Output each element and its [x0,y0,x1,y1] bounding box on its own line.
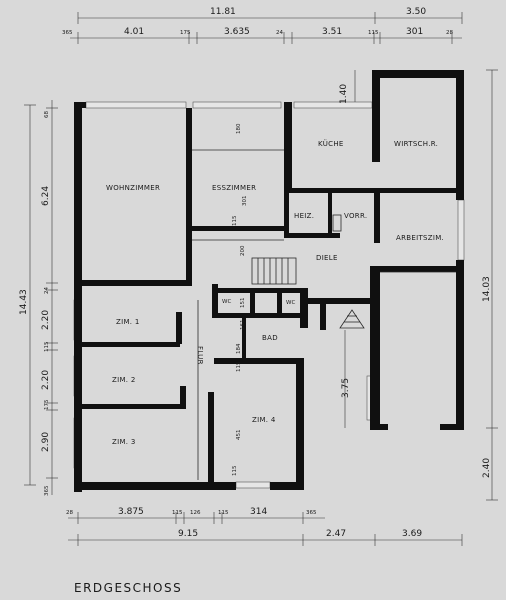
dimension-text-left-outer: 14.43 [19,289,29,315]
dim-interior-6: 161 [240,320,246,331]
dim-left-inner-5: 115 [44,341,50,352]
dim-top-inner-9: 28 [446,30,453,36]
walls [74,70,464,492]
dim-bottom-outer-1: 9.15 [178,529,198,539]
room-label-wc-2: WC [286,300,295,306]
dim-left-inner-1: 68 [44,111,50,118]
dim-interior-4: 200 [240,245,246,256]
windows [73,101,465,489]
room-label-kueche: KÜCHE [318,139,344,148]
dim-left-outer-1: 14.43 [19,289,29,315]
room-label-vorr: VORR. [344,212,367,220]
dim-top-inner-8: 301 [406,27,423,37]
room-label-heiz: HEIZ. [294,212,314,220]
dim-right-2: 14.03 [482,276,492,302]
dim-interior-7: 184 [236,343,242,354]
room-labels: WOHNZIMMER ESSZIMMER KÜCHE WIRTSCH.R. HE… [106,139,444,446]
dim-top-inner-7: 115 [368,30,379,36]
dim-top-inner-2: 4.01 [124,27,144,37]
dimension-lines [24,12,498,546]
dim-interior-2: 301 [242,196,248,207]
room-label-esszimmer: ESSZIMMER [212,184,256,192]
dim-interior-8: 115 [236,361,242,372]
interior-details [192,149,456,480]
dimension-text-top-inner: 365 4.01 175 3.635 24 3.51 115 301 28 [62,27,453,37]
dimension-text-interior: 180 301 115 200 151 161 184 115 451 115 … [232,123,351,476]
room-label-wirtschr: WIRTSCH.R. [394,140,438,148]
plan-title: ERDGESCHOSS [74,581,182,595]
dim-bottom-inner-6: 314 [250,507,267,517]
room-label-zim4: ZIM. 4 [252,416,276,424]
dimension-text-right: 1.40 14.03 2.40 [339,84,492,478]
dim-top-inner-5: 24 [276,30,283,36]
room-label-wohnzimmer: WOHNZIMMER [106,184,160,192]
dim-interior-1: 180 [236,123,242,134]
dim-bottom-inner-5: 115 [218,510,229,516]
dim-top-inner-3: 175 [180,30,191,36]
dim-left-inner-9: 365 [44,485,50,496]
room-label-arbeitszim: ARBEITSZIM. [396,234,444,242]
dim-top-inner-6: 3.51 [322,27,342,37]
dim-left-inner-7: 175 [44,399,50,410]
room-label-bad: BAD [262,334,278,342]
dim-bottom-outer-3: 3.69 [402,529,422,539]
dim-bottom-inner-2: 3.875 [118,507,144,517]
room-label-diele: DIELE [316,254,338,262]
dim-top-inner-1: 365 [62,30,73,36]
dim-bottom-inner-4: 126 [190,510,201,516]
dimension-text-top-outer: 11.81 3.50 [210,7,426,17]
dim-bottom-inner-1: 28 [66,510,73,516]
room-label-zim3: ZIM. 3 [112,438,136,446]
dim-top-inner-4: 3.635 [224,27,250,37]
dim-right-1: 1.40 [339,84,349,104]
room-label-zim2: ZIM. 2 [112,376,136,384]
dim-interior-5: 151 [240,298,246,309]
dim-bottom-outer-2: 2.47 [326,529,346,539]
dim-interior-10: 115 [232,465,238,476]
dim-interior-9: 451 [236,430,242,441]
dimension-text-bottom-outer: 9.15 2.47 3.69 [178,529,422,539]
dim-interior-3: 115 [232,215,238,226]
dim-top-outer-2: 3.50 [406,7,426,17]
room-label-wc-1: WC [222,299,231,305]
dim-left-inner-6: 2.20 [41,370,51,390]
dim-bottom-inner-7: 365 [306,510,317,516]
dim-top-outer-1: 11.81 [210,7,236,17]
dim-left-inner-3: 24 [44,287,50,294]
room-label-zim1: ZIM. 1 [116,318,140,326]
room-label-flur: FLUR [196,346,204,365]
dim-left-inner-8: 2.90 [41,432,51,452]
dim-interior-11: 3.75 [341,378,351,398]
dim-left-inner-2: 6.24 [41,186,51,206]
dim-right-3: 2.40 [482,458,492,478]
dim-left-inner-4: 2.20 [41,310,51,330]
dimension-text-bottom-inner: 28 3.875 115 126 115 314 365 [66,507,317,517]
dimension-text-left-inner: 68 6.24 24 2.20 115 2.20 175 2.90 365 [41,111,51,496]
dim-bottom-inner-3: 115 [172,510,183,516]
